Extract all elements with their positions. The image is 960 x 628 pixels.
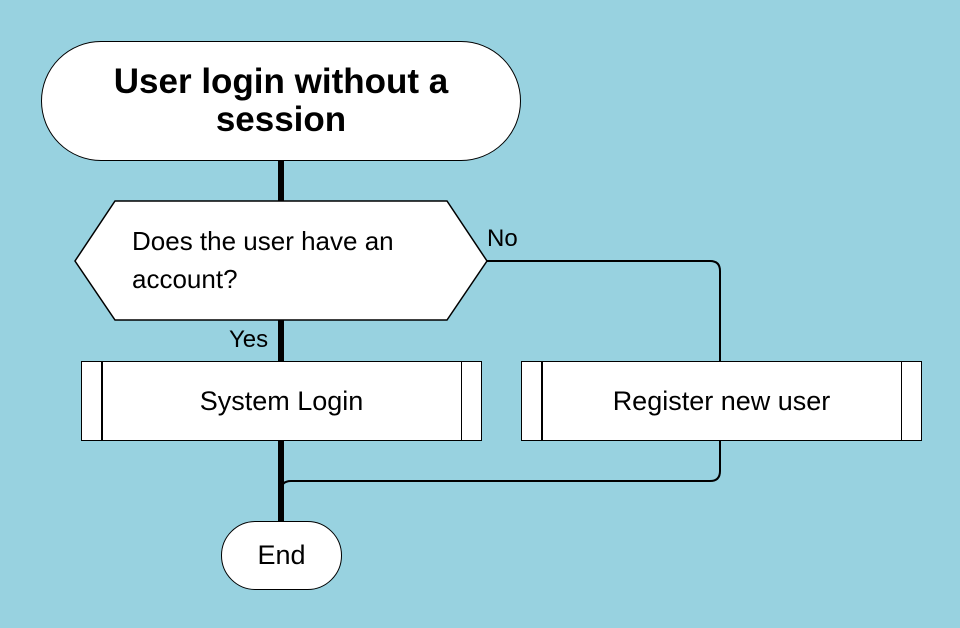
process-system-login-left-bar	[101, 362, 103, 440]
end-terminator: End	[221, 521, 342, 590]
process-system-login-right-bar	[460, 362, 462, 440]
start-terminator: User login without a session	[41, 41, 521, 161]
connector-register-to-end	[280, 440, 721, 492]
process-register-label: Register new user	[612, 385, 831, 416]
process-system-login: System Login	[81, 361, 482, 441]
process-register-new-user: Register new user	[521, 361, 922, 441]
start-terminator-label: User login without a session	[113, 62, 449, 139]
process-register-right-bar	[900, 362, 902, 440]
connector-no-to-register	[487, 260, 721, 361]
process-register-left-bar	[541, 362, 543, 440]
edge-label-yes: Yes	[229, 326, 269, 353]
decision-node: Does the user have an account?	[132, 222, 452, 302]
process-system-login-label: System Login	[199, 385, 364, 416]
end-terminator-label: End	[257, 540, 306, 570]
decision-shape	[74, 200, 488, 321]
edge-label-no: No	[487, 225, 518, 252]
decision-label: Does the user have an account?	[132, 226, 394, 294]
